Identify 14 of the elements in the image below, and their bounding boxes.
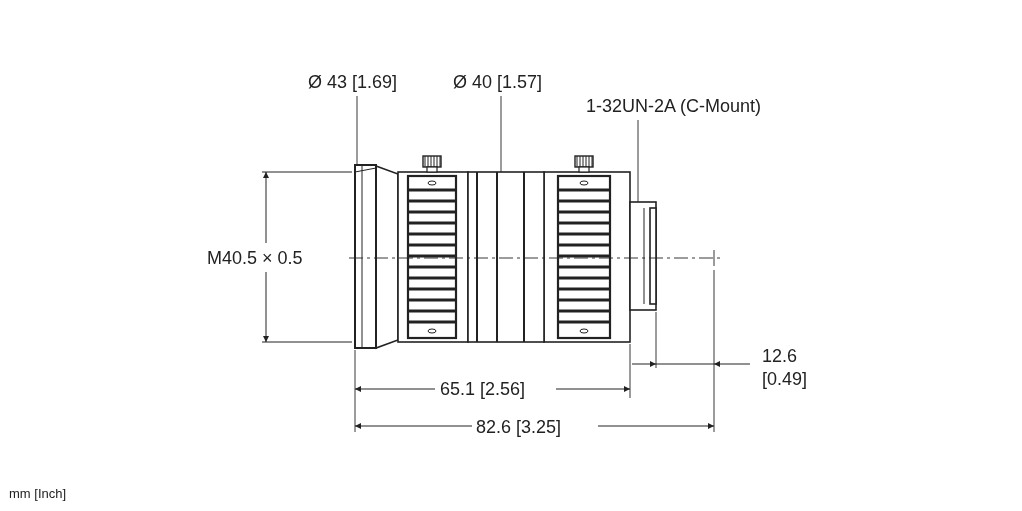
front-thread-ring — [354, 164, 377, 349]
mount-thread — [629, 201, 657, 311]
leader-line — [637, 119, 639, 203]
callout-label: Ø 43 [1.69] — [308, 70, 398, 94]
callout-label: Ø 40 [1.57] — [453, 70, 543, 94]
dimension-text: 65.1 [2.56] — [440, 377, 526, 401]
dimension-text: M40.5 × 0.5 — [207, 246, 303, 270]
callout-label: 1-32UN-2A (C-Mount) — [586, 94, 762, 118]
leader-line — [356, 95, 358, 167]
dimension-text: 12.6 [0.49] — [762, 344, 809, 390]
leader-line — [500, 95, 502, 173]
unit-note: mm [Inch] — [9, 485, 67, 503]
dimension-text: 82.6 [3.25] — [476, 415, 562, 439]
middle-barrel — [467, 171, 545, 343]
